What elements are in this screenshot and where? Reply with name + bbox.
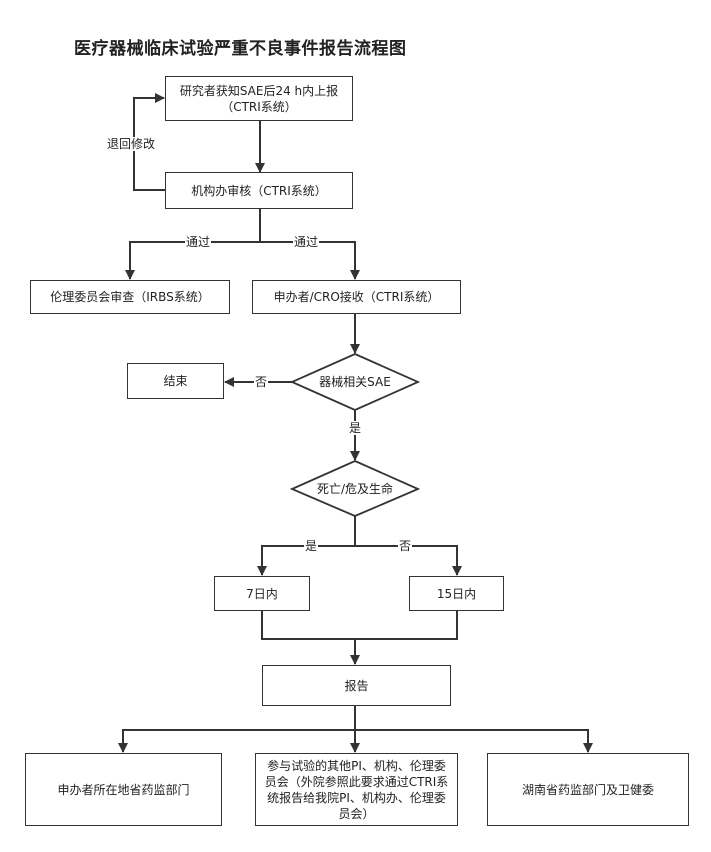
decision-device-related-shape bbox=[289, 353, 421, 411]
decision-death-danger: 死亡/危及生命 bbox=[316, 482, 394, 496]
node-sponsor-province-dept: 申办者所在地省药监部门 bbox=[25, 753, 222, 826]
node-within-7-days: 7日内 bbox=[214, 576, 310, 611]
node-end: 结束 bbox=[127, 363, 224, 399]
edge-pass-to-ethics bbox=[125, 241, 260, 280]
label-yes-down: 是 bbox=[348, 421, 363, 435]
label-pass-left: 通过 bbox=[185, 235, 212, 249]
decision-device-related: 器械相关SAE bbox=[319, 375, 391, 389]
label-yes-7: 是 bbox=[304, 539, 319, 553]
label-pass-right: 通过 bbox=[293, 235, 320, 249]
edge-pass-to-sponsor bbox=[260, 241, 360, 280]
node-ethics-review: 伦理委员会审查（IRBS系统） bbox=[30, 280, 230, 314]
node-report-sae-line1: 研究者获知SAE后24 h内上报 bbox=[179, 83, 339, 98]
node-report: 报告 bbox=[262, 665, 451, 706]
label-no-end: 否 bbox=[254, 375, 269, 389]
node-other-pi: 参与试验的其他PI、机构、伦理委员会（外院参照此要求通过CTRI系统报告给我院P… bbox=[255, 753, 458, 826]
diagram-title: 医疗器械临床试验严重不良事件报告流程图 bbox=[74, 39, 407, 59]
node-sponsor-receive: 申办者/CRO接收（CTRI系统） bbox=[252, 280, 461, 314]
decision-death-danger-shape bbox=[289, 460, 421, 517]
edge-no-to-15days bbox=[355, 545, 462, 576]
edge-to-province bbox=[118, 729, 355, 753]
edge-yes-to-7days bbox=[257, 545, 355, 576]
node-institution-review: 机构办审核（CTRI系统） bbox=[165, 172, 353, 209]
node-hunan-dept: 湖南省药监部门及卫健委 bbox=[487, 753, 689, 826]
edge-to-hunan bbox=[355, 729, 593, 753]
node-within-15-days: 15日内 bbox=[409, 576, 504, 611]
label-no-15: 否 bbox=[398, 539, 413, 553]
node-report-sae-line2: （CTRI系统） bbox=[221, 99, 297, 114]
node-report-sae: 研究者获知SAE后24 h内上报 （CTRI系统） bbox=[165, 76, 353, 121]
label-return-modify: 退回修改 bbox=[106, 137, 157, 151]
